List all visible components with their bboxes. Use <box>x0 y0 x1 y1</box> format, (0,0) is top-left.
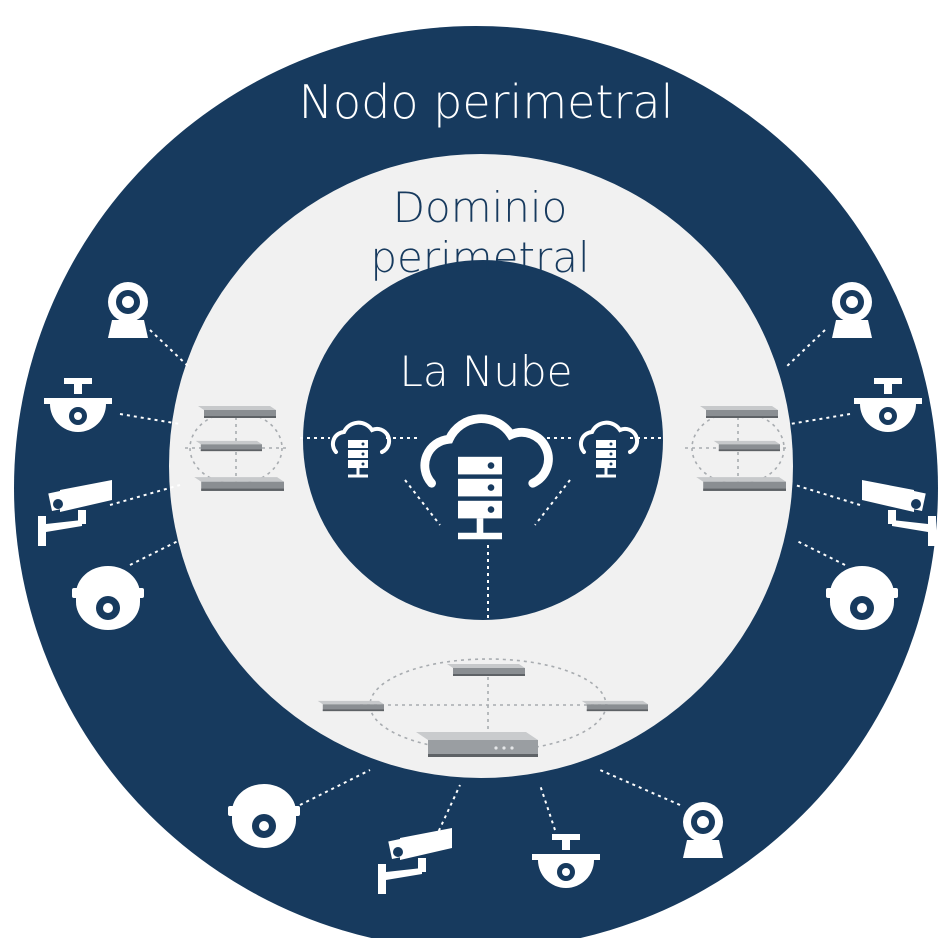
edge-gateway-left-bottom-icon <box>194 477 284 491</box>
edge-gateway-bottom-left-icon <box>317 700 384 712</box>
edge-gateway-bottom-main-icon <box>416 732 538 757</box>
webcam-icon <box>832 282 872 338</box>
webcam-icon <box>683 802 723 858</box>
inner-ring-cloud <box>303 260 663 620</box>
edge-gateway-right-mid-icon <box>713 440 780 452</box>
connection-lines <box>109 329 861 851</box>
edge-gateway-right-top-icon <box>700 406 778 418</box>
middle-ring-label-line2: perimetral <box>370 233 589 282</box>
webcam-icon <box>108 282 148 338</box>
edge-gateway-left-top-icon <box>198 406 276 418</box>
edge-gateway-bottom-top-icon <box>447 664 525 676</box>
inner-ring-label: La Nube <box>399 347 572 396</box>
edge-gateway-right-bottom-icon <box>696 477 786 491</box>
edge-gateway-bottom-right-icon <box>581 700 648 712</box>
outer-ring-label: Nodo perimetral <box>299 75 674 129</box>
edge-gateway-left-mid-icon <box>195 440 262 452</box>
middle-ring-label-line1: Dominio <box>393 183 568 232</box>
